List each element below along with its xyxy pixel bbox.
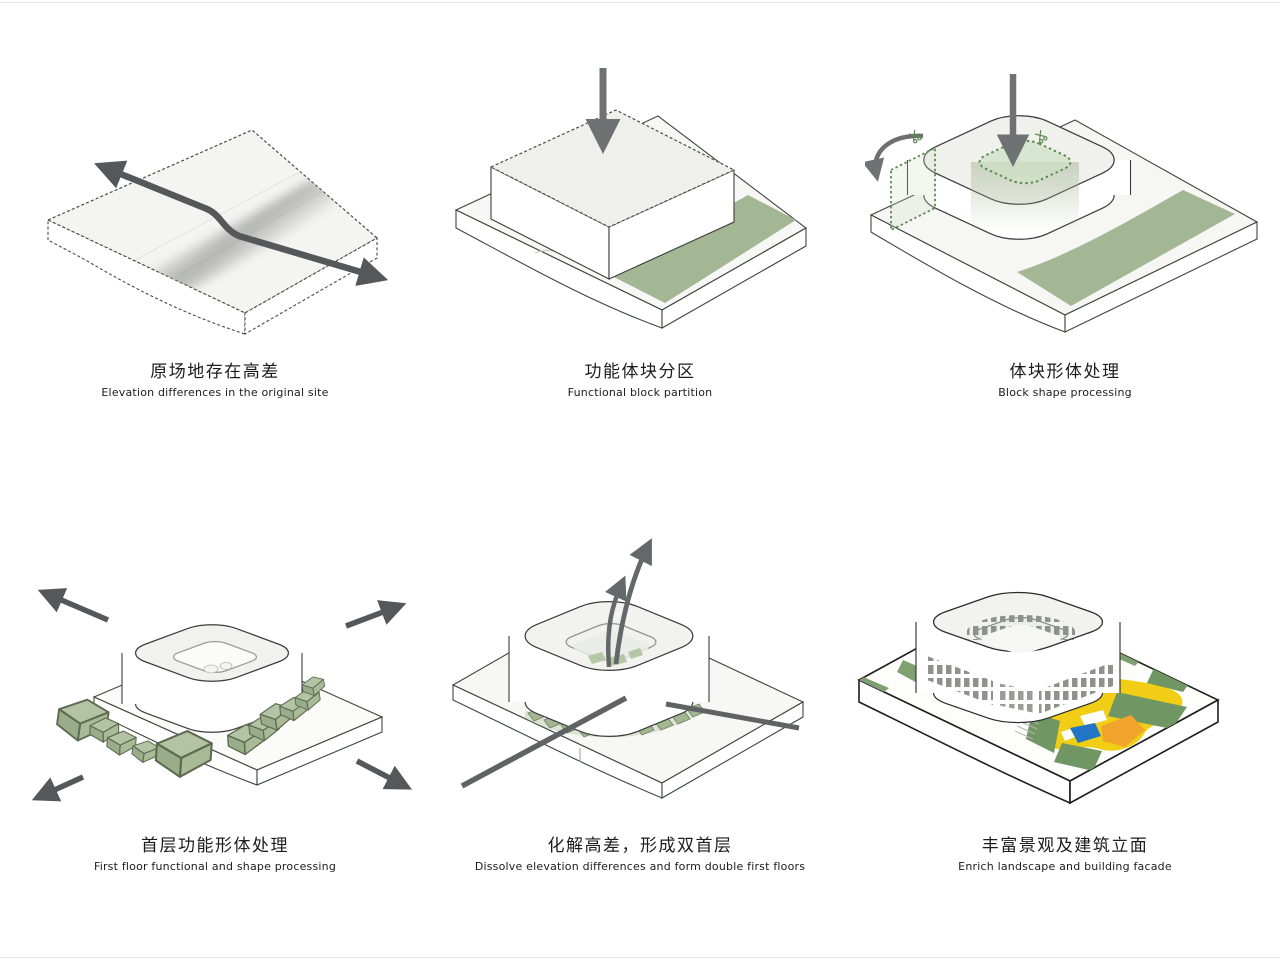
green-zone (1017, 190, 1235, 306)
subtract-volume-outline (890, 146, 936, 232)
building-block (489, 109, 736, 280)
facade-windows (927, 656, 1113, 714)
lawn (1054, 743, 1102, 771)
green-zone (594, 195, 796, 303)
flow-arrow-icon (94, 160, 389, 286)
panel-step-2: 功能体块分区 Functional block partition (430, 0, 850, 480)
diagram-first-floor-volumes (31, 588, 413, 802)
caption-zh: 原场地存在高差 (150, 362, 280, 382)
caption-zh: 首层功能形体处理 (140, 836, 289, 856)
building-block (915, 586, 1121, 728)
playground (1101, 715, 1145, 747)
landscape (859, 640, 1193, 771)
rise-arrow-icon (613, 538, 652, 665)
diagram-landscape-facade (857, 520, 1220, 805)
caption-step-6: 丰富景观及建筑立面 Enrich landscape and building … (958, 836, 1172, 873)
diagram-block-shape (865, 74, 1259, 333)
entry-line (665, 701, 800, 731)
panel-step-3: 体块形体处理 Block shape processing (850, 0, 1280, 480)
caption-step-4: 首层功能形体处理 First floor functional and shap… (94, 836, 336, 873)
diagram-double-first-floor (451, 538, 805, 799)
white-plaza (1080, 710, 1107, 726)
building-block (121, 620, 303, 738)
panel-step-6: 丰富景观及建筑立面 Enrich landscape and building … (850, 480, 1280, 960)
expand-arrow-icon (31, 774, 85, 802)
expand-arrows (31, 588, 413, 802)
site-slab (46, 129, 379, 335)
lawn (1147, 668, 1193, 692)
expand-arrow-icon (345, 600, 407, 629)
expand-arrow-icon (355, 758, 413, 790)
caption-step-3: 体块形体处理 Block shape processing (998, 362, 1132, 399)
caption-zh: 丰富景观及建筑立面 (981, 836, 1149, 856)
caption-zh: 化解高差，形成双首层 (547, 836, 733, 856)
caption-zh: 功能体块分区 (584, 362, 696, 382)
panel-step-1: 原场地存在高差 Elevation differences in the ori… (0, 0, 430, 480)
caption-en: Dissolve elevation differences and form … (474, 860, 806, 874)
caption-en: Block shape processing (998, 386, 1132, 400)
caption-step-1: 原场地存在高差 Elevation differences in the ori… (101, 362, 328, 399)
caption-en: Elevation differences in the original si… (101, 386, 329, 400)
panel-step-5: 化解高差，形成双首层 Dissolve elevation difference… (430, 480, 850, 960)
expand-arrow-icon (37, 588, 110, 623)
caption-en: First floor functional and shape process… (93, 860, 337, 874)
caption-zh: 体块形体处理 (1009, 362, 1121, 382)
diagram-elevation-difference (46, 129, 389, 335)
diagram-functional-partition (454, 68, 807, 329)
panel-step-4: 首层功能形体处理 First floor functional and shap… (0, 480, 430, 960)
entry-line (460, 695, 628, 789)
rise-arrow-icon (605, 575, 627, 668)
caption-en: Functional block partition (567, 386, 713, 400)
caption-step-2: 功能体块分区 Functional block partition (568, 362, 713, 399)
pond (1070, 723, 1101, 743)
courtyard-hole (167, 639, 263, 675)
caption-step-5: 化解高差，形成双首层 Dissolve elevation difference… (475, 836, 805, 873)
caption-en: Enrich landscape and building facade (958, 860, 1172, 874)
